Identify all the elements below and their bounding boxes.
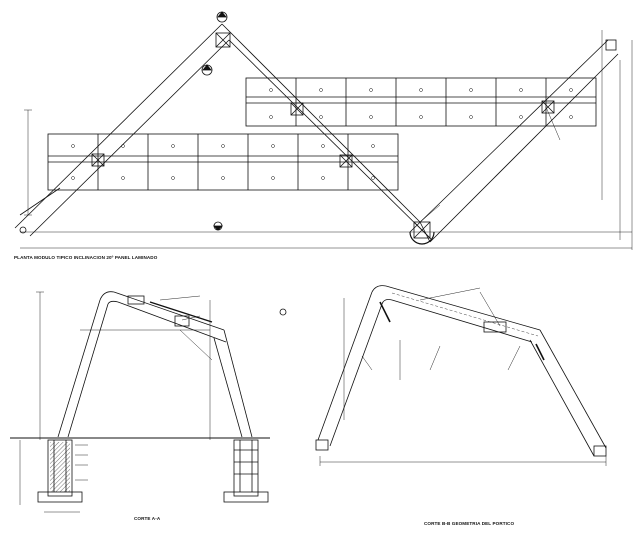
section-a-a <box>10 291 287 513</box>
left-footing <box>37 439 83 503</box>
node-plates <box>91 32 617 245</box>
section-a-title: CORTE A-A <box>134 516 161 521</box>
section-markers <box>19 11 228 234</box>
plan-title: PLANTA MODULO TIPICO INCLINACION 20º PAN… <box>14 255 158 260</box>
section-b-title: CORTE B-B GEOMETRIA DEL PORTICO <box>424 521 515 526</box>
plan-dimension-lines <box>20 30 633 250</box>
right-footing <box>223 439 269 503</box>
plan-view <box>14 11 633 250</box>
upper-panel-row <box>245 77 597 127</box>
section-b-b <box>315 285 607 466</box>
